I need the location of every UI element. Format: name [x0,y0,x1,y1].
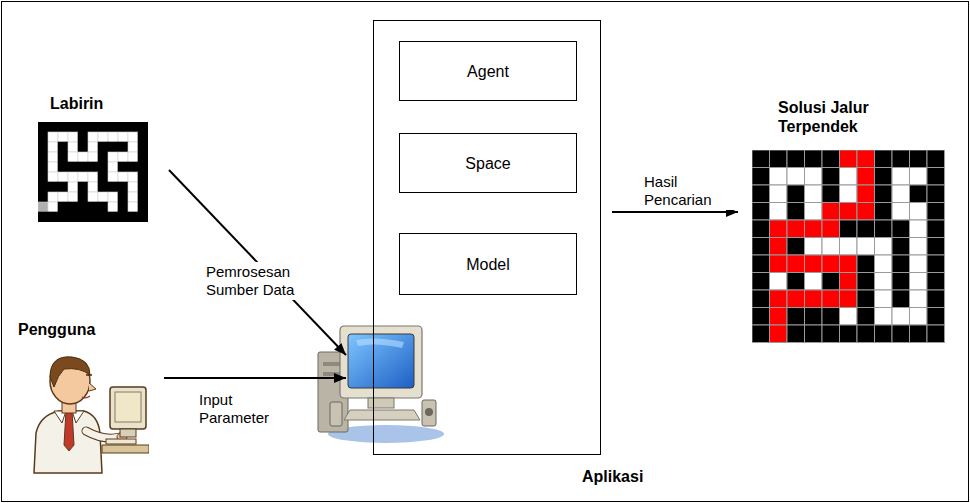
heading: Aplikasi [582,467,643,486]
edge-label: Hasil Pencarian [641,172,733,210]
heading: Labirin [50,94,150,113]
application-box: AplikasiAgentSpaceModel [373,20,601,455]
arrow-connector [169,170,346,355]
edge-label: Pemrosesan Sumber Data [203,262,327,300]
box-label: Space [465,154,510,173]
maze-figure: Labirin [36,92,154,222]
box-label: Agent [467,62,509,81]
arrow-connector [612,211,738,213]
edge-label: Input Parameter [196,390,288,428]
heading: Pengguna [18,320,138,339]
process-box: Agent [399,41,577,101]
process-box: Model [399,233,577,295]
user-figure: Pengguna [16,318,146,475]
heading: Solusi Jalur Terpendek [778,98,918,136]
box-label: Model [466,255,510,274]
computer-icon [316,322,448,447]
user-clipart [14,345,149,475]
process-box: Space [399,133,577,193]
arrow-connector [164,377,346,379]
solution-maze-picture [752,150,945,343]
solution-figure: Solusi Jalur Terpendek [750,96,945,348]
maze-picture [38,122,148,222]
